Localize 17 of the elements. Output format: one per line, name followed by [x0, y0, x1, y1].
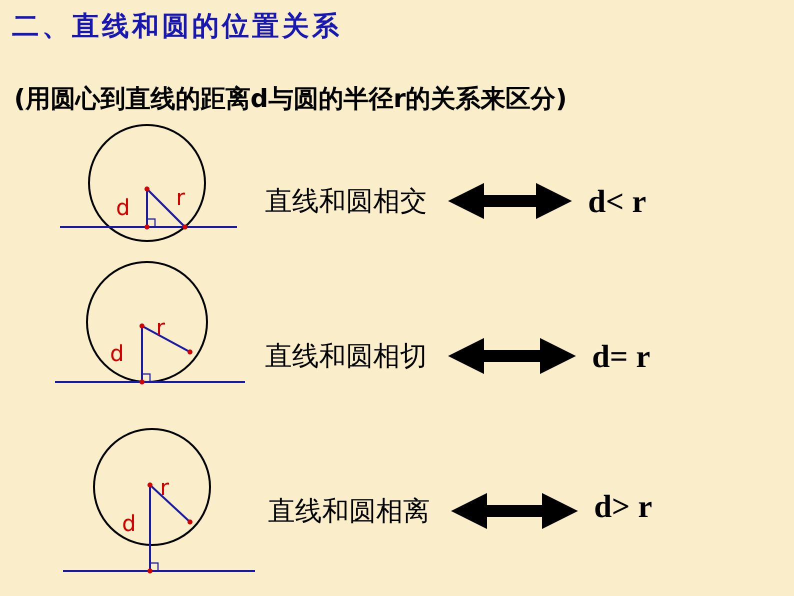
condition-text: d= r [592, 338, 650, 375]
double-arrow [448, 183, 572, 219]
subtitle-note: (用圆心到直线的距离d与圆的半径r的关系来区分) [14, 83, 568, 115]
relation-text: 直线和圆相切 [265, 338, 427, 374]
slide-title: 二、直线和圆的位置关系 [12, 10, 342, 44]
condition-text: d< r [588, 183, 646, 220]
segment-label: r [176, 186, 186, 211]
segment-label: d [116, 196, 130, 221]
condition-text: d> r [594, 488, 652, 525]
segment-label: r [160, 476, 170, 501]
double-arrow [448, 338, 576, 374]
segment-label: r [156, 316, 166, 341]
relation-text: 直线和圆相交 [265, 183, 427, 219]
double-arrow [451, 493, 578, 529]
segment-label: d [110, 342, 124, 367]
relation-text: 直线和圆相离 [268, 493, 430, 529]
segment-label: d [122, 512, 136, 537]
